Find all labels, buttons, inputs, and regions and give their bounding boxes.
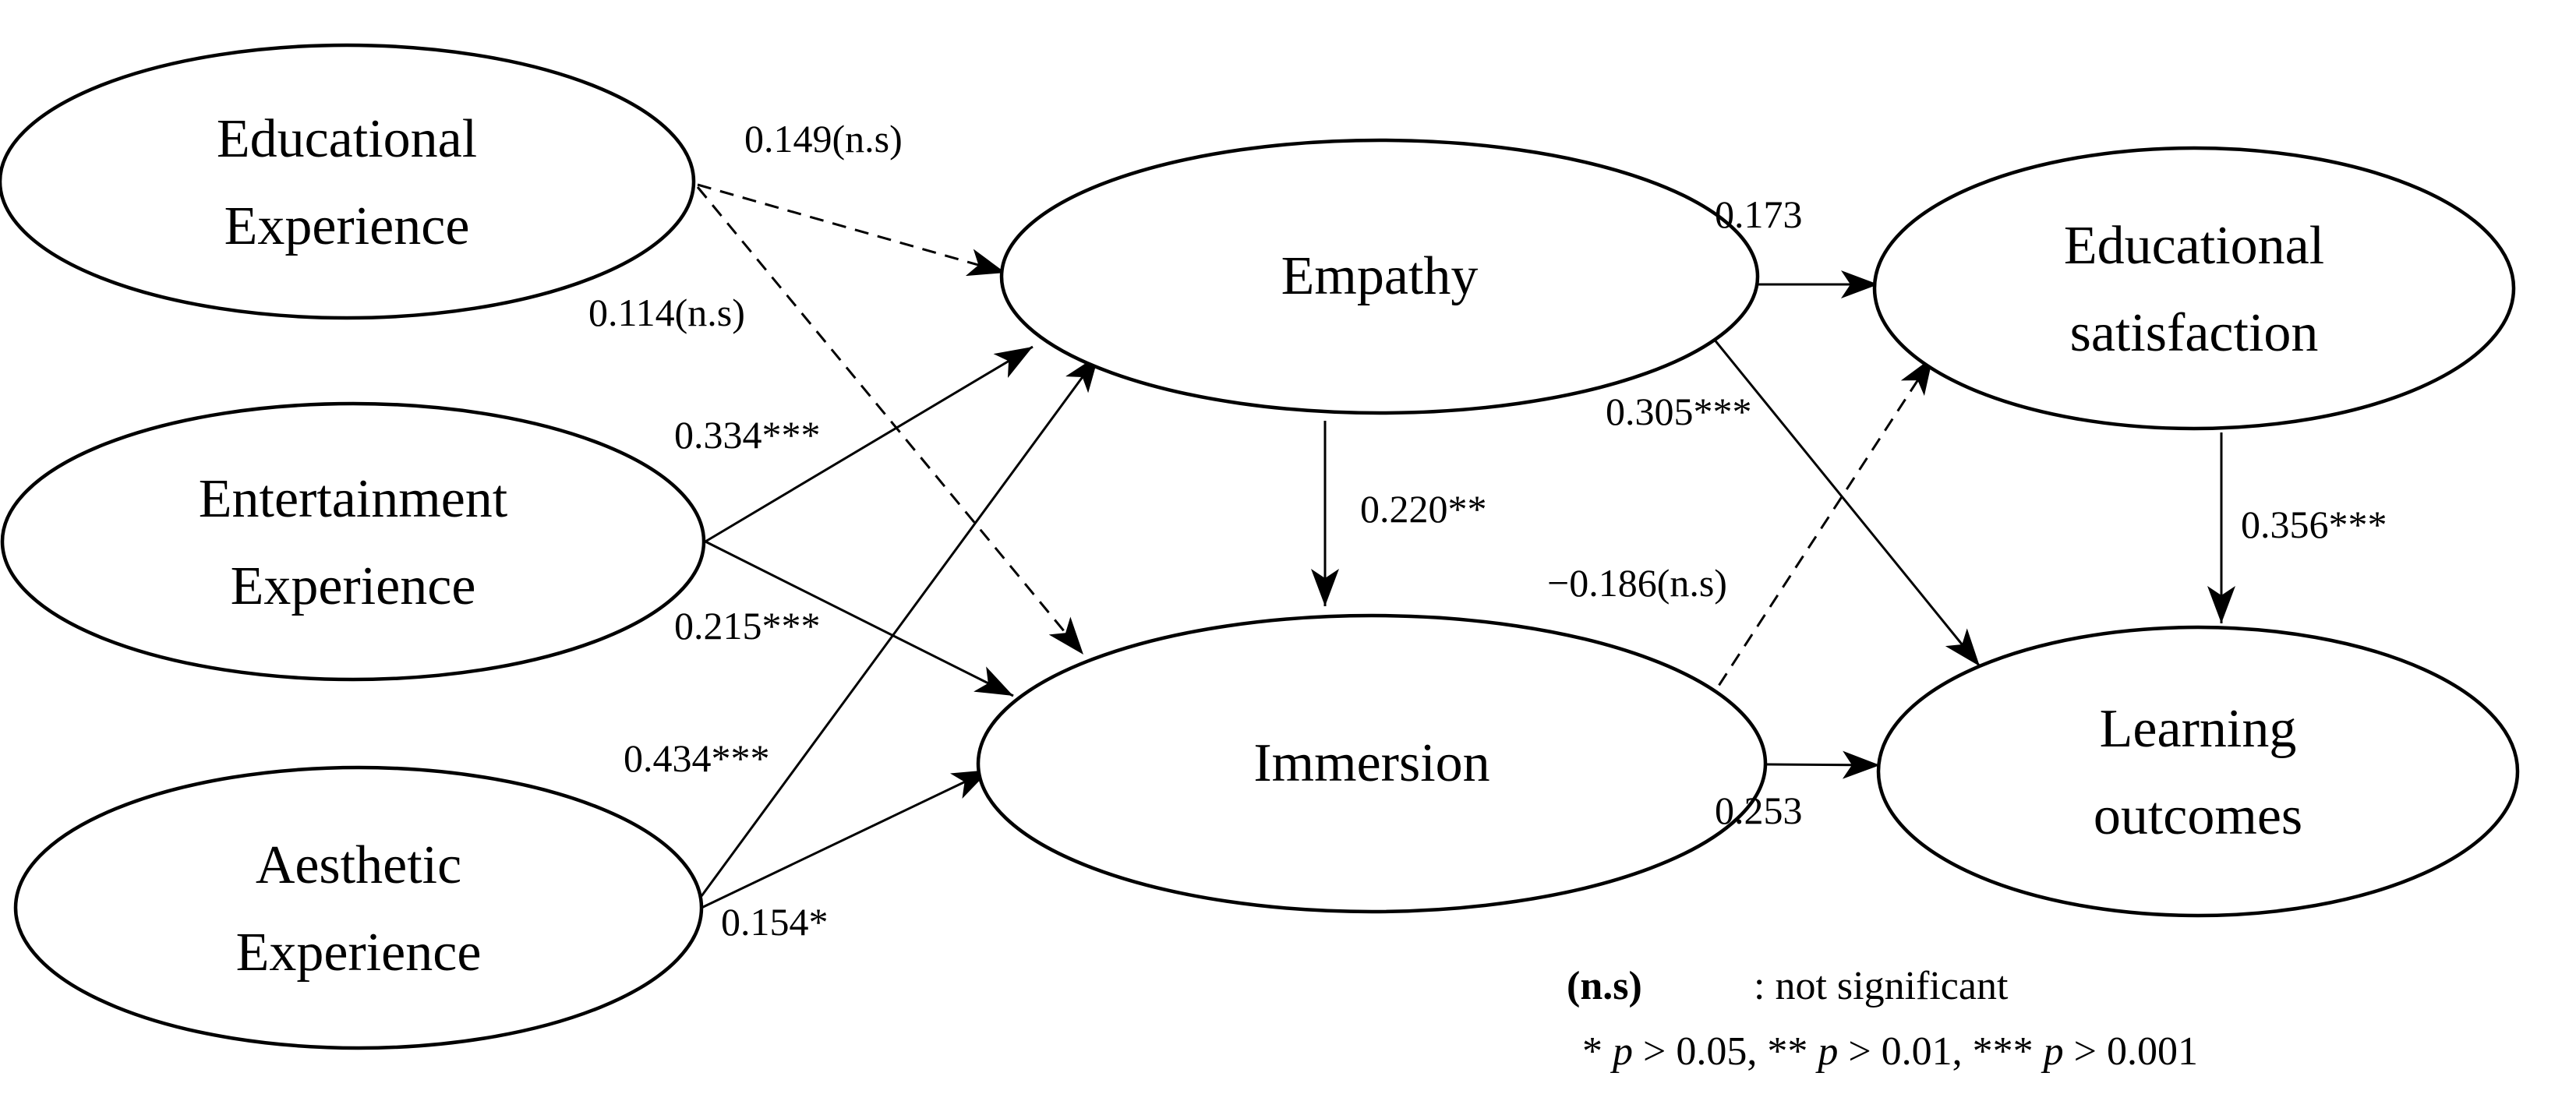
edge-educational-experience-to-immersion	[696, 186, 1085, 655]
node-immersion: Immersion	[976, 613, 1768, 914]
node-label: Learning	[2100, 699, 2297, 759]
node-label: outcomes	[2094, 786, 2302, 846]
node-label: Empathy	[1281, 246, 1479, 306]
node-label: Aesthetic	[256, 835, 461, 895]
legend-ns-key: (n.s)	[1567, 964, 1642, 1008]
legend-p-values: * p > 0.05, ** p > 0.01, *** p > 0.001	[1582, 1029, 2198, 1074]
edge-entertainment-experience-to-immersion	[705, 540, 1014, 697]
edge-coefficient-label: 0.253	[1715, 789, 1803, 832]
edge-empathy-to-learning-outcomes	[1668, 284, 1981, 667]
node-ellipse	[13, 765, 704, 1050]
edge-aesthetic-experience-to-immersion	[701, 768, 991, 909]
edge-coefficient-label: 0.434***	[624, 736, 770, 780]
node-label: Experience	[224, 196, 470, 256]
node-label: Educational	[217, 109, 477, 169]
node-ellipse	[0, 43, 696, 320]
node-educational-satisfaction: Educational satisfaction	[1872, 146, 2516, 431]
edge-entertainment-experience-to-empathy	[705, 345, 1034, 543]
node-ellipse	[1876, 625, 2520, 918]
node-label: Immersion	[1253, 733, 1489, 793]
edge-coefficient-label: 0.334***	[674, 413, 821, 457]
edge-coefficient-label: 0.154*	[721, 900, 829, 944]
legend-ns-description: : not significant	[1754, 964, 2009, 1008]
node-label: Educational	[2064, 216, 2324, 276]
edge-coefficient-label: 0.220**	[1360, 487, 1487, 531]
nodes-layer: EducationalExperienceEntertainmentExperi…	[0, 43, 2520, 1050]
edge-aesthetic-experience-to-empathy	[700, 354, 1101, 897]
node-learning-outcomes: Learning outcomes	[1876, 625, 2520, 918]
edge-coefficient-label: 0.215***	[674, 604, 821, 648]
edge-coefficient-label: −0.186(n.s)	[1547, 561, 1727, 605]
node-label: Experience	[231, 556, 476, 616]
edge-coefficient-label: 0.173	[1715, 192, 1803, 236]
edge-coefficient-label: 0.356***	[2241, 503, 2387, 546]
node-ellipse	[1872, 146, 2516, 431]
coefficient-labels: 0.149(n.s) 0.114(n.s) 0.334*** 0.215*** 0.43…	[588, 117, 2387, 944]
node-ellipse	[999, 138, 1760, 415]
node-label: satisfaction	[2070, 303, 2319, 363]
node-ellipse	[0, 401, 706, 682]
node-ellipse	[976, 613, 1768, 914]
node-empathy: Empathy	[999, 138, 1760, 415]
edge-educational-experience-to-empathy	[697, 183, 1006, 277]
edge-coefficient-label: 0.114(n.s)	[588, 291, 745, 334]
edge-coefficient-label: 0.149(n.s)	[744, 117, 903, 161]
node-label: Entertainment	[199, 469, 508, 529]
edge-coefficient-label: 0.305***	[1606, 390, 1752, 433]
edges-layer	[696, 183, 2235, 909]
legend: (n.s) : not significant * p > 0.05, ** p…	[1567, 964, 2198, 1074]
node-label: Experience	[236, 923, 482, 983]
